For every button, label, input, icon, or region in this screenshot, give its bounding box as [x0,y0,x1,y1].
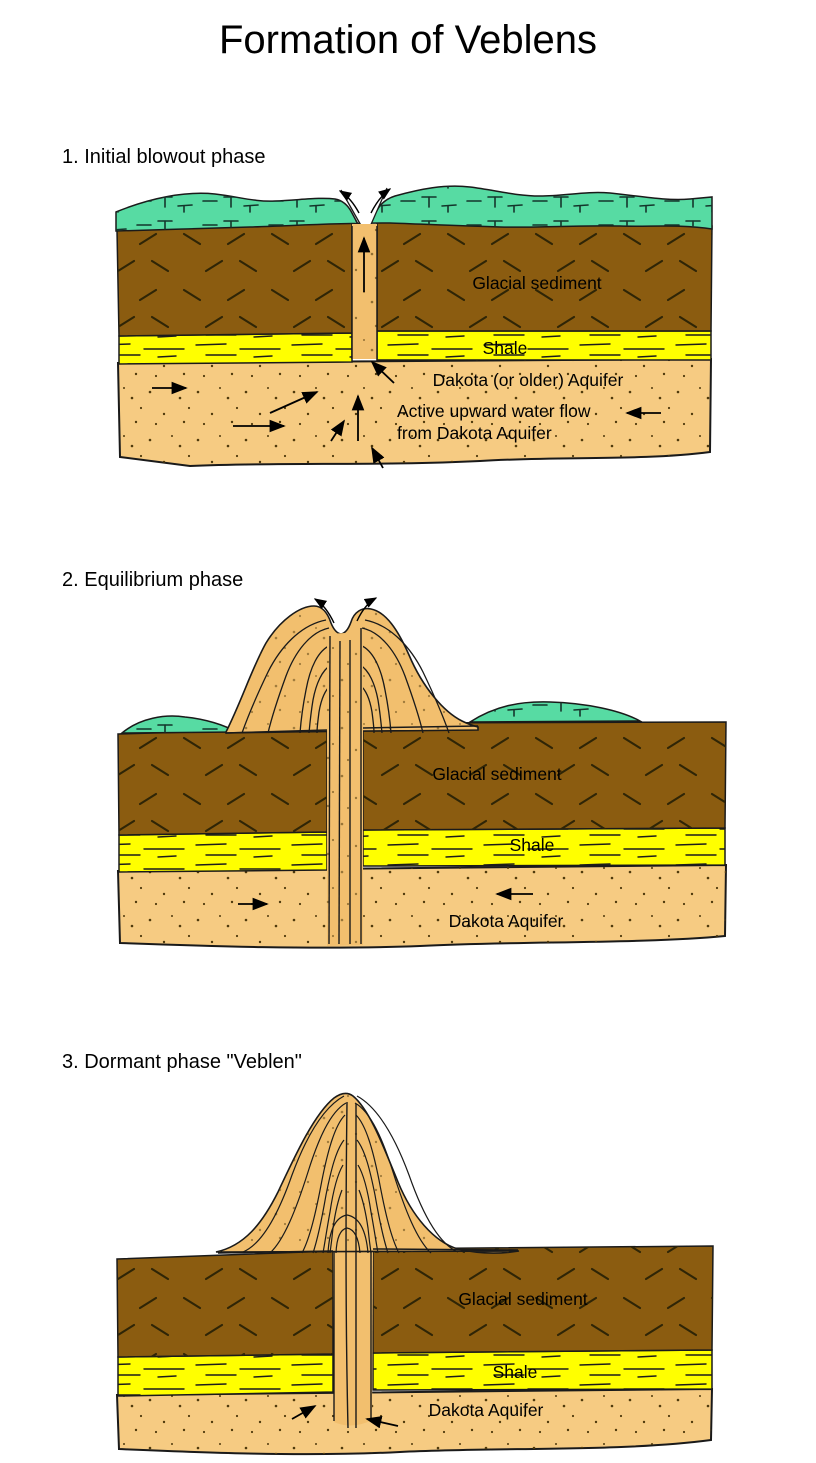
spray-arrow-left [313,598,335,624]
vegetation-texture [470,701,640,722]
diagram-initial-blowout: Glacial sediment Shale Dakota (or older)… [115,185,713,469]
conduit-speckles [327,632,363,946]
mound-bedding-arcs [241,619,450,734]
page-title: Formation of Veblens [219,18,597,62]
glacial-texture [118,728,327,835]
spray-arrow-left [338,190,360,214]
surface-baseline [217,1248,519,1254]
shale-texture [373,1350,712,1390]
conduit-pipe-lines [345,1101,358,1429]
vegetation-texture [116,186,712,231]
label-glacial-sediment: Glacial sediment [432,764,561,784]
cone-bedding-arcs [242,1095,459,1254]
shale-texture [119,333,352,364]
shale-texture [119,832,327,872]
spray-arrow-right [356,597,378,622]
conduit-walls [333,1250,372,1421]
vegetation-texture [122,716,236,733]
vent-conduit [333,1248,373,1426]
surface-baseline [225,725,479,734]
spray-arrow-right [370,188,392,214]
cone-speckles [216,1093,519,1254]
label-shale: Shale [510,835,555,855]
vent-notch [341,188,387,229]
label-active-flow-line2: from Dakota Aquifer [397,423,552,443]
aquifer-speckles [117,1389,712,1455]
diagram-dormant: Glacial sediment Shale Dakota Aquifer [115,1092,714,1456]
shale-texture [377,331,711,360]
conduit-walls [328,628,362,945]
conduit-walls [351,226,378,359]
phase2-heading: 2. Equilibrium phase [62,569,244,591]
shale-texture [118,1354,333,1396]
label-shale: Shale [493,1362,538,1382]
aquifer-speckles [118,359,711,466]
phase1-heading: 1. Initial blowout phase [62,146,266,168]
label-glacial-sediment: Glacial sediment [458,1289,587,1309]
glacial-texture [363,722,726,830]
glacial-texture [117,222,352,336]
label-glacial-sediment: Glacial sediment [472,273,601,293]
phase3-heading: 3. Dormant phase "Veblen" [62,1051,302,1073]
glacial-texture [117,1251,333,1357]
water-flow-arrows [152,188,661,469]
diagram-equilibrium: Glacial sediment Shale Dakota Aquifer [116,597,728,949]
label-dakota-aquifer: Dakota (or older) Aquifer [433,370,624,390]
glacial-texture [377,221,712,331]
glacial-texture [373,1246,713,1353]
label-shale: Shale [483,338,528,358]
shale-texture [363,828,725,866]
water-flow-arrows [291,1405,399,1429]
water-flow-arrows [238,597,533,911]
label-dakota-aquifer: Dakota Aquifer [449,911,564,931]
aquifer-speckles [118,865,726,948]
label-dakota-aquifer: Dakota Aquifer [429,1400,544,1420]
label-active-flow-line1: Active upward water flow [397,401,591,421]
